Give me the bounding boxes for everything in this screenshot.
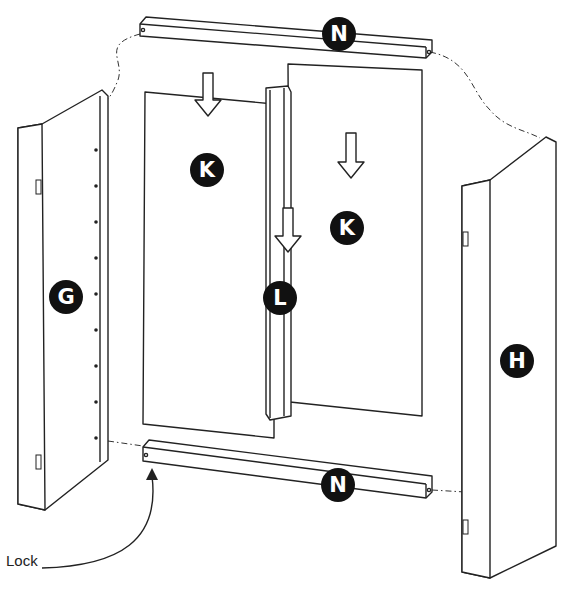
hole xyxy=(94,436,98,440)
callout-letter: N xyxy=(322,17,356,51)
hole xyxy=(94,292,98,296)
hinge xyxy=(463,232,468,246)
hole xyxy=(94,400,98,404)
hinge xyxy=(36,455,41,469)
hole xyxy=(94,364,98,368)
hinge xyxy=(36,180,41,194)
callout-letter: H xyxy=(500,344,534,378)
hole xyxy=(94,220,98,224)
hole xyxy=(94,328,98,332)
part-label: Lock xyxy=(6,552,38,570)
hole xyxy=(94,148,98,152)
callout-letter: N xyxy=(321,468,355,502)
hole xyxy=(94,184,98,188)
hole xyxy=(94,256,98,260)
callout-letter: K xyxy=(330,211,364,245)
callout-letter: G xyxy=(49,280,83,314)
callout-letter: L xyxy=(263,281,297,315)
hinge xyxy=(463,520,468,534)
callout-letter: K xyxy=(190,153,224,187)
